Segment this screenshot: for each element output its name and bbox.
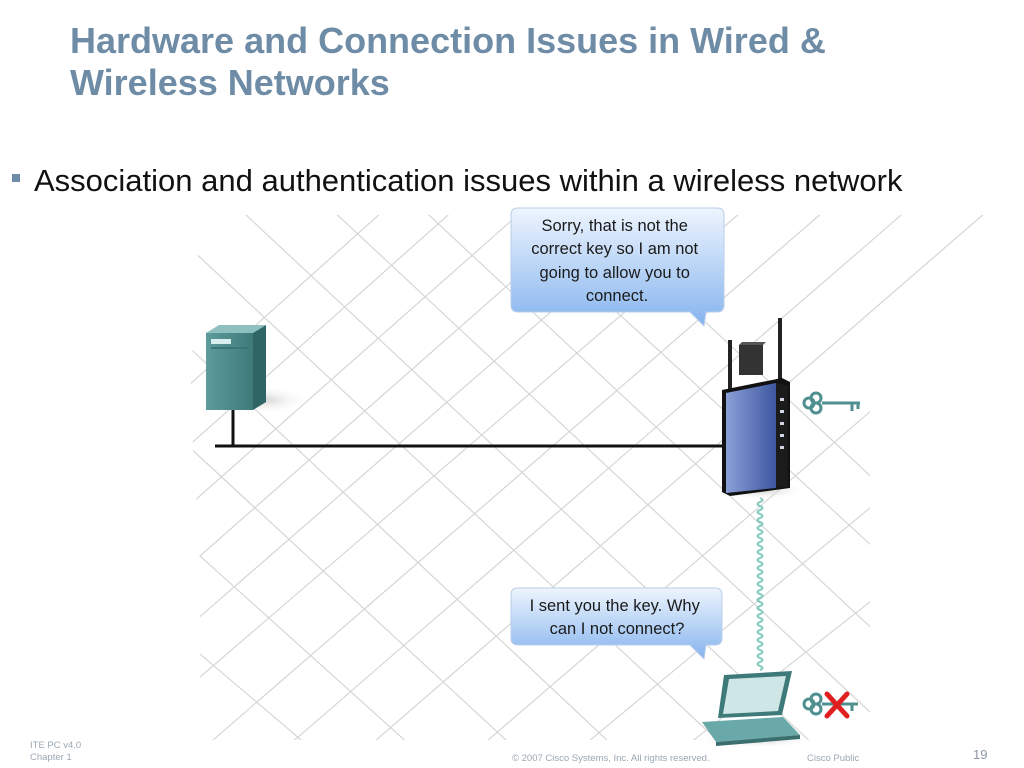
wireless-signal	[756, 497, 764, 671]
bubble-laptop-line-1: I sent you the key. Why	[530, 597, 701, 615]
svg-text:Sorry, that is not the c: Sorry, that is not the correct key so I …	[531, 217, 703, 305]
rejected-key-icon	[802, 691, 858, 719]
ethernet-cable	[215, 410, 725, 448]
slide-title-line-1: Hardware and Connection Issues in Wired …	[70, 20, 826, 61]
server-icon	[206, 325, 310, 414]
bubble-router-line-3: going to allow you to	[539, 264, 689, 282]
bubble-laptop-line-2: can I not connect?	[550, 620, 685, 638]
wireless-router-icon	[712, 318, 808, 500]
page-number: 19	[973, 747, 988, 762]
bubble-router-line-1: Sorry, that is not the	[541, 217, 687, 235]
speech-bubble-router: Sorry, that is not the correct key so I …	[510, 207, 725, 328]
footer-classification: Cisco Public	[807, 753, 860, 764]
bullet-text: Association and authentication issues wi…	[34, 163, 903, 198]
svg-text:I sent you the key. Why: I sent you the key. Why can I not connec…	[530, 597, 705, 638]
speech-bubble-laptop: I sent you the key. Why can I not connec…	[510, 587, 723, 661]
error-x-icon	[824, 691, 850, 719]
floor-grid	[190, 215, 1010, 740]
bubble-router-line-4: connect.	[586, 287, 648, 305]
footer-course: ITE PC v4.0	[30, 740, 82, 751]
bullet-square-icon	[12, 174, 20, 182]
footer-copyright: © 2007 Cisco Systems, Inc. All rights re…	[512, 753, 710, 764]
bullet-item: Association and authentication issues wi…	[12, 163, 902, 199]
bubble-router-line-2: correct key so I am not	[531, 240, 698, 258]
laptop-icon	[695, 671, 815, 748]
footer-course-info: ITE PC v4.0 Chapter 1	[30, 740, 81, 764]
footer-chapter: Chapter 1	[30, 752, 72, 763]
slide-title: Hardware and Connection Issues in Wired …	[70, 20, 970, 104]
key-icon	[802, 391, 860, 415]
slide-title-line-2: Wireless Networks	[70, 62, 390, 103]
